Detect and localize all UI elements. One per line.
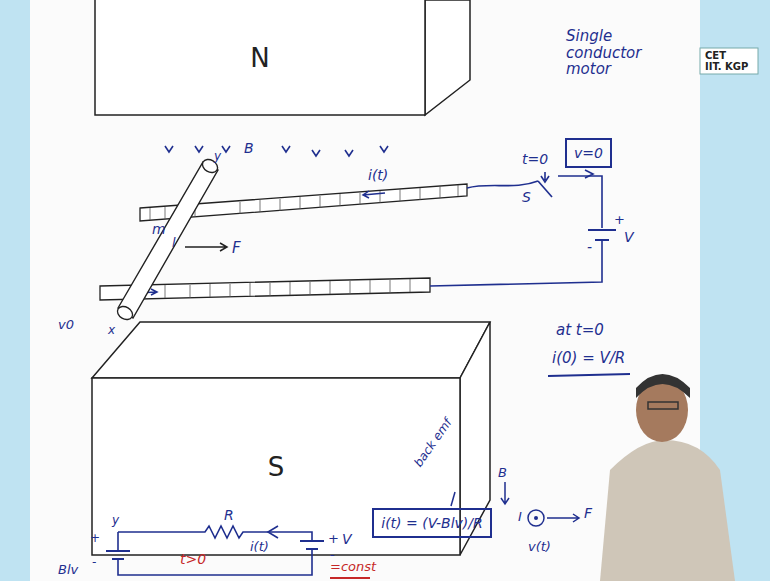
current-label: i(t) — [250, 540, 269, 554]
magnet-pole: N — [95, 0, 425, 115]
note: =const — [330, 560, 376, 574]
field-arrow — [501, 482, 509, 504]
field-label: B — [498, 466, 507, 480]
node-text: v=0 — [574, 145, 603, 161]
underline — [330, 577, 370, 579]
field-arrows — [165, 146, 388, 156]
mass-label: m — [152, 222, 166, 237]
switch-name: S — [522, 190, 531, 205]
polarity: - — [92, 556, 96, 569]
force-label: F — [584, 506, 592, 521]
note: at t=0 — [556, 322, 604, 339]
end-label: y — [112, 514, 119, 527]
force-arrow — [547, 514, 579, 522]
force-arrow — [185, 243, 227, 251]
title-note: Single conductor motor — [566, 28, 686, 78]
note: t>0 — [180, 552, 206, 567]
current-label: I — [518, 510, 522, 524]
velocity-label: v0 — [58, 318, 74, 332]
voltage-label: V — [342, 532, 352, 547]
current-label: i(t) — [368, 168, 388, 183]
end-label: x — [108, 324, 115, 337]
current-dot — [534, 516, 538, 520]
lecturer — [600, 374, 735, 581]
polarity: + — [90, 532, 100, 545]
field-label: B — [244, 141, 254, 156]
polarity: - — [587, 240, 592, 255]
node-text: i(t) = (V-Blv)/R — [381, 515, 483, 531]
current-arrows — [135, 191, 385, 295]
condition-box: v=0 — [565, 138, 612, 168]
velocity-label: v(t) — [528, 540, 551, 554]
equation-box: i(t) = (V-Blv)/R — [372, 508, 492, 538]
polarity: + — [614, 213, 625, 227]
supply-circuit — [430, 170, 616, 286]
logo-text: CET — [705, 50, 726, 61]
voltage-label: V — [624, 230, 634, 245]
conductor-rod — [115, 157, 220, 322]
switch-time: t=0 — [522, 152, 548, 167]
polarity: + — [328, 532, 339, 546]
callout: back emf — [412, 416, 455, 469]
underline — [548, 374, 630, 376]
length-label: l — [172, 236, 176, 250]
logo-text: IIT. KGP — [705, 61, 748, 72]
equation: i(0) = V/R — [552, 350, 625, 367]
node-text: S — [268, 452, 285, 482]
node-text: N — [250, 43, 269, 73]
south-pole — [92, 322, 490, 555]
logo-plate — [700, 48, 758, 74]
north-pole — [95, 0, 470, 115]
force-label: F — [232, 240, 241, 257]
resistor-label: R — [224, 508, 234, 523]
end-label: y — [214, 150, 221, 163]
leader-line — [451, 492, 455, 506]
conductor-section — [528, 510, 544, 526]
rails — [100, 184, 467, 300]
equivalent-circuit — [106, 526, 324, 575]
emf-label: Blv — [58, 563, 78, 577]
